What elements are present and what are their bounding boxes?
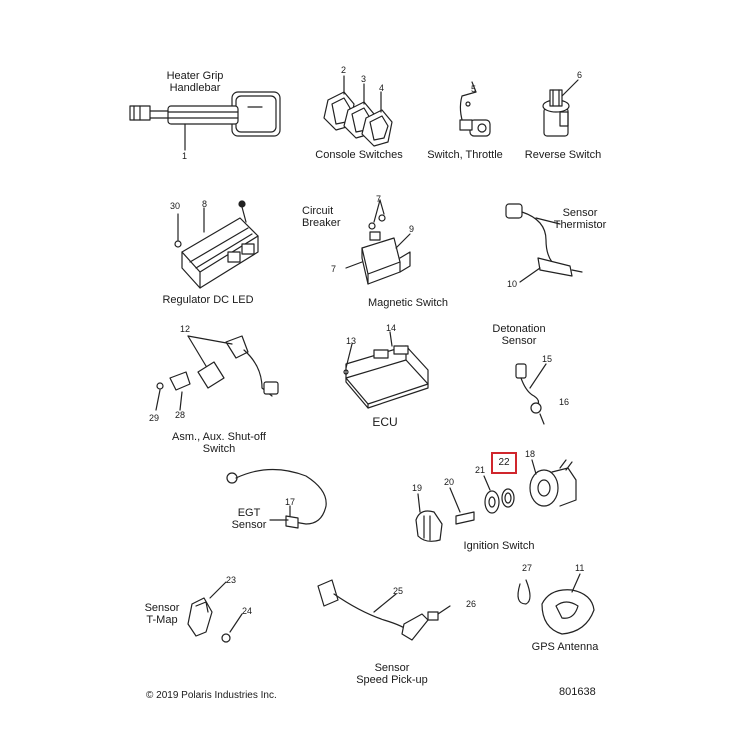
- part-number-21: 21: [475, 465, 486, 475]
- part-number-7-top: 7: [376, 194, 382, 204]
- label-sensor-tmap-line1: Sensor: [144, 602, 180, 614]
- part-number-6: 6: [577, 70, 583, 80]
- diagram-id: 801638: [559, 686, 596, 698]
- part-number-5: 5: [471, 84, 477, 94]
- label-speed-pickup-line1: Sensor: [374, 662, 410, 674]
- tmap-sensor-illustration: [187, 581, 243, 643]
- label-speed-pickup-line2: Speed Pick-up: [356, 674, 428, 686]
- magnetic-switch-illustration: [345, 199, 411, 285]
- label-circuit-breaker-line2: Breaker: [302, 217, 341, 229]
- label-gps-antenna: GPS Antenna: [531, 641, 599, 653]
- part-number-7-left: 7: [331, 264, 337, 274]
- part-number-18: 18: [525, 449, 536, 459]
- label-sensor-thermistor-line1: Sensor: [562, 207, 598, 219]
- regulator-illustration: [174, 200, 259, 289]
- copyright-text: © 2019 Polaris Industries Inc.: [146, 690, 277, 701]
- label-egt-sensor-line1: EGT: [237, 507, 261, 519]
- label-heater-grip-line2: Handlebar: [169, 82, 221, 94]
- part-number-16: 16: [559, 397, 570, 407]
- part-number-24: 24: [242, 606, 253, 616]
- part-number-17: 17: [285, 497, 296, 507]
- part-number-9: 9: [409, 224, 415, 234]
- sensor-thermistor-illustration: [505, 203, 583, 283]
- part-number-15: 15: [542, 354, 553, 364]
- part-number-22-highlight: 22: [491, 452, 517, 474]
- part-number-29: 29: [149, 413, 160, 423]
- aux-shutoff-switch-illustration: [155, 335, 279, 411]
- label-heater-grip: Heater Grip Handlebar: [150, 70, 240, 94]
- label-sensor-tmap: Sensor T-Map: [138, 602, 186, 626]
- label-circuit-breaker-line1: Circuit: [302, 205, 334, 217]
- label-reverse-switch: Reverse Switch: [524, 149, 602, 161]
- label-heater-grip-line1: Heater Grip: [166, 70, 224, 82]
- part-number-10: 10: [507, 279, 518, 289]
- part-number-11: 11: [575, 563, 585, 573]
- label-aux-shutoff-switch-line2: Switch: [202, 443, 236, 455]
- part-number-19: 19: [412, 483, 423, 493]
- label-ecu: ECU: [372, 415, 398, 429]
- label-switch-throttle: Switch, Throttle: [427, 149, 503, 161]
- part-number-27: 27: [522, 563, 533, 573]
- part-number-25: 25: [393, 586, 404, 596]
- part-number-14: 14: [386, 323, 397, 333]
- label-regulator: Regulator DC LED: [162, 294, 254, 306]
- part-number-12: 12: [180, 324, 191, 334]
- label-speed-pickup: Sensor Speed Pick-up: [342, 662, 442, 686]
- part-number-4: 4: [379, 83, 385, 93]
- gps-antenna-illustration: [517, 573, 595, 635]
- label-circuit-breaker: Circuit Breaker: [302, 205, 358, 229]
- label-sensor-thermistor-line2: Thermistor: [553, 219, 607, 231]
- heater-grip-illustration: [129, 91, 281, 151]
- part-number-28: 28: [175, 410, 186, 420]
- label-sensor-thermistor: Sensor Thermistor: [552, 207, 608, 231]
- detonation-sensor-illustration: [515, 363, 547, 425]
- part-number-13: 13: [346, 336, 357, 346]
- label-aux-shutoff-switch-line1: Asm., Aux. Shut-off: [172, 431, 266, 443]
- label-detonation-sensor-line2: Sensor: [501, 335, 537, 347]
- label-egt-sensor: EGT Sensor: [226, 507, 272, 531]
- part-number-3: 3: [361, 74, 367, 84]
- label-ignition-switch: Ignition Switch: [463, 540, 535, 552]
- reverse-switch-illustration: [542, 79, 579, 137]
- label-console-switches: Console Switches: [315, 149, 403, 161]
- ecu-illustration: [343, 331, 429, 409]
- part-number-23: 23: [226, 575, 237, 585]
- speed-pickup-illustration: [317, 579, 451, 641]
- part-number-2: 2: [341, 65, 347, 75]
- label-detonation-sensor-line1: Detonation: [492, 323, 546, 335]
- label-aux-shutoff-switch: Asm., Aux. Shut-off Switch: [164, 431, 274, 455]
- part-number-30: 30: [170, 201, 181, 211]
- label-egt-sensor-line2: Sensor: [231, 519, 267, 531]
- label-sensor-tmap-line2: T-Map: [146, 614, 178, 626]
- label-magnetic-switch: Magnetic Switch: [367, 297, 449, 309]
- throttle-switch-illustration: [459, 81, 491, 137]
- part-number-1: 1: [182, 151, 188, 161]
- console-switches-illustration: [323, 75, 393, 147]
- part-number-8: 8: [202, 199, 208, 209]
- ignition-switch-illustration: [415, 459, 577, 542]
- part-number-26: 26: [466, 599, 477, 609]
- label-detonation-sensor: Detonation Sensor: [484, 323, 554, 347]
- part-number-20: 20: [444, 477, 455, 487]
- egt-sensor-illustration: [226, 468, 327, 529]
